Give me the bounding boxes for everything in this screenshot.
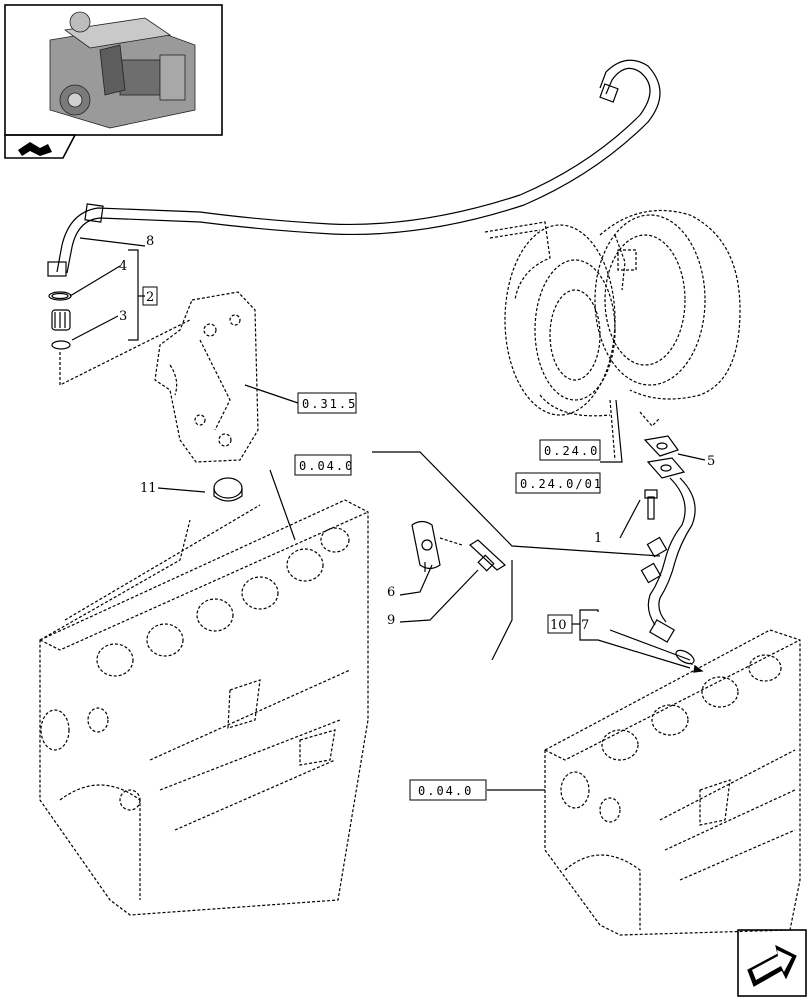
callout-3: 3 bbox=[119, 309, 127, 324]
reference-label: 0.04.0 bbox=[418, 784, 473, 798]
plug-11 bbox=[157, 477, 243, 502]
oil-pipe-8 bbox=[47, 59, 661, 277]
reference-label: 0.31.5 bbox=[302, 397, 357, 411]
reference-box-0-24-0-01[interactable]: 0.24.0/01 bbox=[515, 472, 603, 494]
reference-label: 0.04.0 bbox=[299, 459, 354, 473]
bolt-9 bbox=[439, 537, 506, 572]
engine-thumbnail bbox=[4, 4, 223, 159]
kit-box-2 bbox=[142, 286, 158, 306]
reference-box-0-04-0-bottom[interactable]: 0.04.0 bbox=[409, 779, 487, 801]
callout-7: 7 bbox=[581, 618, 589, 633]
section-arrow-icon[interactable] bbox=[18, 142, 52, 156]
callout-11: 11 bbox=[140, 481, 157, 496]
callout-9: 9 bbox=[387, 613, 395, 628]
next-page-arrow-icon bbox=[747, 944, 797, 987]
callout-numbers: 8 4 2 3 5 11 1 6 9 10 7 bbox=[119, 234, 715, 633]
engine-icon bbox=[49, 11, 196, 129]
next-page-button[interactable] bbox=[737, 929, 807, 997]
clamp-6 bbox=[411, 520, 441, 572]
callout-4: 4 bbox=[119, 259, 127, 274]
engine-block-left bbox=[39, 469, 369, 916]
engine-block-right bbox=[487, 629, 801, 936]
screw-1 bbox=[619, 489, 658, 539]
leader-5 bbox=[677, 453, 706, 461]
reference-box-0-31-5[interactable]: 0.31.5 bbox=[297, 392, 357, 414]
reference-label: 0.24.0 bbox=[544, 444, 599, 458]
callout-5: 5 bbox=[707, 454, 715, 469]
callout-1: 1 bbox=[594, 531, 602, 546]
callout-8: 8 bbox=[146, 234, 154, 249]
leader-lines-left bbox=[59, 237, 191, 386]
callout-10: 10 bbox=[550, 618, 567, 633]
callout-2: 2 bbox=[146, 290, 154, 305]
oil-filter-head bbox=[154, 291, 299, 463]
kit-box-10 bbox=[547, 609, 691, 669]
reference-box-0-24-0[interactable]: 0.24.0 bbox=[539, 439, 601, 461]
callout-6: 6 bbox=[387, 585, 395, 600]
oil-feed-pipe bbox=[640, 435, 704, 673]
turbocharger bbox=[484, 209, 741, 463]
union-fitting bbox=[48, 291, 72, 350]
reference-box-0-04-0-top[interactable]: 0.04.0 bbox=[294, 454, 354, 476]
leader-lines-middle bbox=[372, 451, 661, 661]
reference-label: 0.24.0/01 bbox=[520, 477, 603, 491]
